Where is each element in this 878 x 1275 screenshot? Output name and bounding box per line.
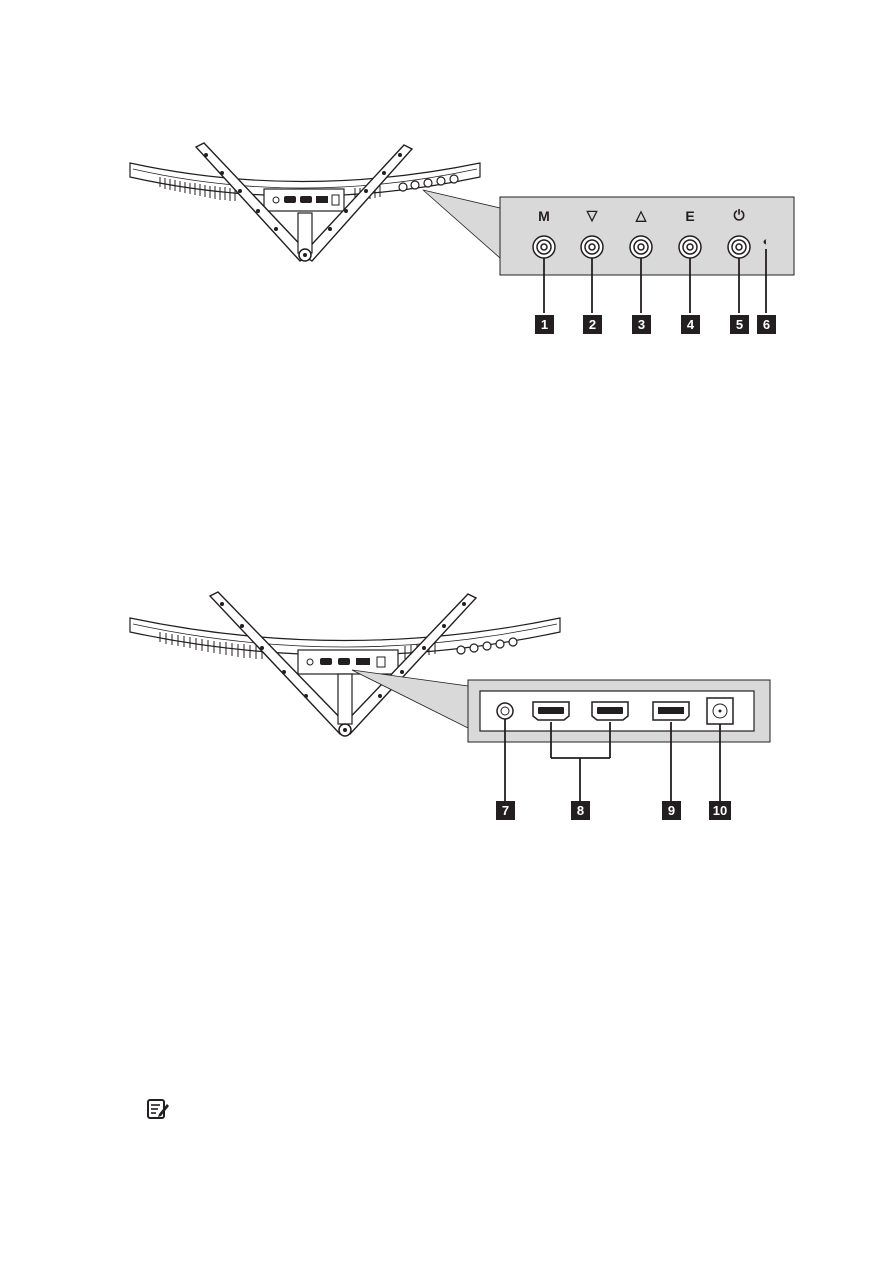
control-buttons-diagram: M ▽ △ E ⏻ ◐ 1 2 3 4 5 6 xyxy=(0,125,878,345)
monitor-rear-bottom-illustration xyxy=(0,578,878,828)
callout-6: 6 xyxy=(757,315,776,334)
menu-button-label: M xyxy=(534,208,554,224)
callout-5: 5 xyxy=(730,315,749,334)
callout-1: 1 xyxy=(535,315,554,334)
power-indicator-icon: ◐ xyxy=(756,236,776,248)
down-button-label: ▽ xyxy=(582,207,602,224)
note-edit-icon xyxy=(146,1097,170,1121)
callout-10: 10 xyxy=(709,801,731,820)
callout-9: 9 xyxy=(662,801,681,820)
up-button-label: △ xyxy=(631,207,651,224)
exit-button-label: E xyxy=(680,208,700,224)
io-ports-diagram: 7 8 9 10 xyxy=(0,578,878,828)
callout-4: 4 xyxy=(681,315,700,334)
power-icon: ⏻ xyxy=(729,207,749,224)
callout-2: 2 xyxy=(583,315,602,334)
callout-8: 8 xyxy=(571,801,590,820)
callout-7: 7 xyxy=(496,801,515,820)
callout-3: 3 xyxy=(632,315,651,334)
monitor-rear-top-illustration xyxy=(0,125,878,345)
